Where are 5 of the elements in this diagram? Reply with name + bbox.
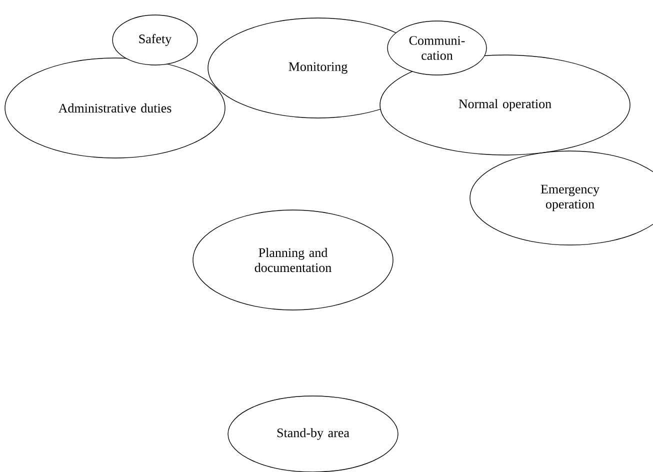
ellipse-node: Safety xyxy=(112,14,198,66)
ellipse-node: Planning and documentation xyxy=(192,210,394,310)
ellipse-node: Communi- cation xyxy=(387,20,487,76)
node-label: Emergency operation xyxy=(540,184,600,212)
ellipse-node: Emergency operation xyxy=(470,150,653,246)
